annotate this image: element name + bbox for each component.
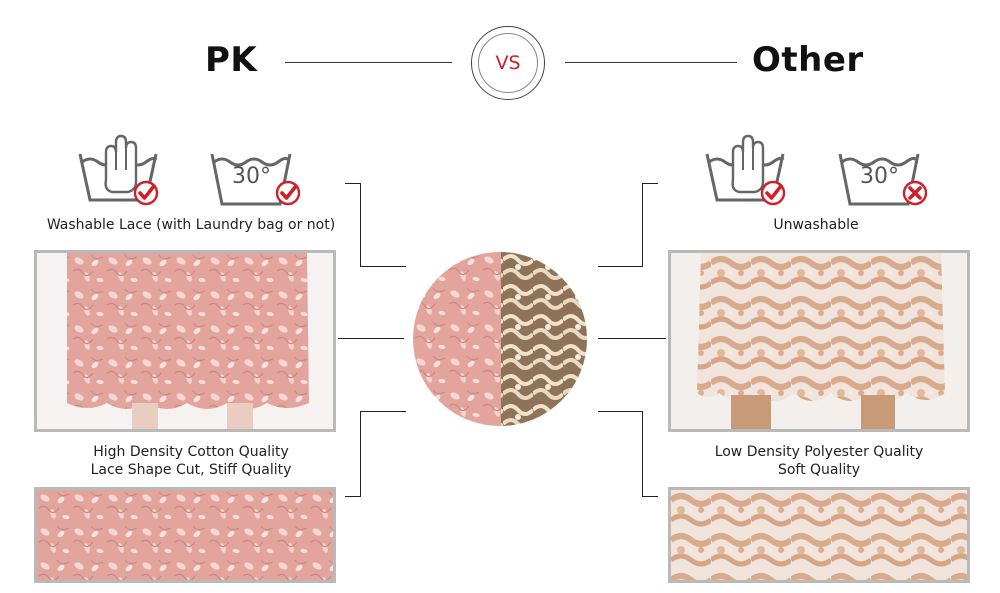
header-divider-right: [565, 62, 737, 63]
other-lace-skirt-photo: [668, 250, 970, 432]
wash-temp-label: 30°: [232, 164, 271, 189]
pk-lace-closeup-photo: [34, 487, 336, 583]
check-badge-icon: [760, 180, 786, 206]
connector-left-top-stub: [360, 266, 406, 267]
check-badge-icon: [275, 180, 301, 206]
pk-lace-skirt-photo: [34, 250, 336, 432]
left-quality-line2: Lace Shape Cut, Stiff Quality: [90, 462, 292, 478]
cross-badge-icon: [902, 180, 928, 206]
right-quality-line2: Soft Quality: [777, 462, 861, 478]
vs-label: VS: [478, 33, 538, 93]
other-lace-closeup-photo: [668, 487, 970, 583]
left-quality-line1: High Density Cotton Quality: [93, 444, 289, 460]
lace-comparison-circle: [413, 252, 587, 426]
right-wash-caption: Unwashable: [773, 217, 859, 233]
header-divider-left: [285, 62, 452, 63]
hand-wash-icon: [703, 130, 793, 210]
hand-wash-icon: [76, 130, 166, 210]
connector-left-bottom: [345, 411, 361, 497]
wash-temp-label: 30°: [860, 164, 899, 189]
pk-brand-title: PK: [205, 40, 258, 80]
connector-left-bottom-stub: [360, 411, 406, 412]
connector-left-mid: [338, 338, 404, 339]
wash-30-icon: [208, 150, 298, 210]
connector-right-top: [642, 183, 658, 267]
check-badge-icon: [133, 180, 159, 206]
connector-right-mid: [598, 338, 666, 339]
connector-right-bottom: [642, 411, 658, 497]
connector-right-bottom-stub: [598, 411, 643, 412]
wash-30-icon: [836, 150, 926, 210]
other-brand-title: Other: [752, 40, 864, 80]
right-quality-line1: Low Density Polyester Quality: [714, 444, 924, 460]
left-wash-caption: Washable Lace (with Laundry bag or not): [46, 217, 336, 233]
connector-right-top-stub: [598, 266, 643, 267]
vs-badge: VS: [471, 26, 545, 100]
connector-left-top: [345, 183, 361, 267]
